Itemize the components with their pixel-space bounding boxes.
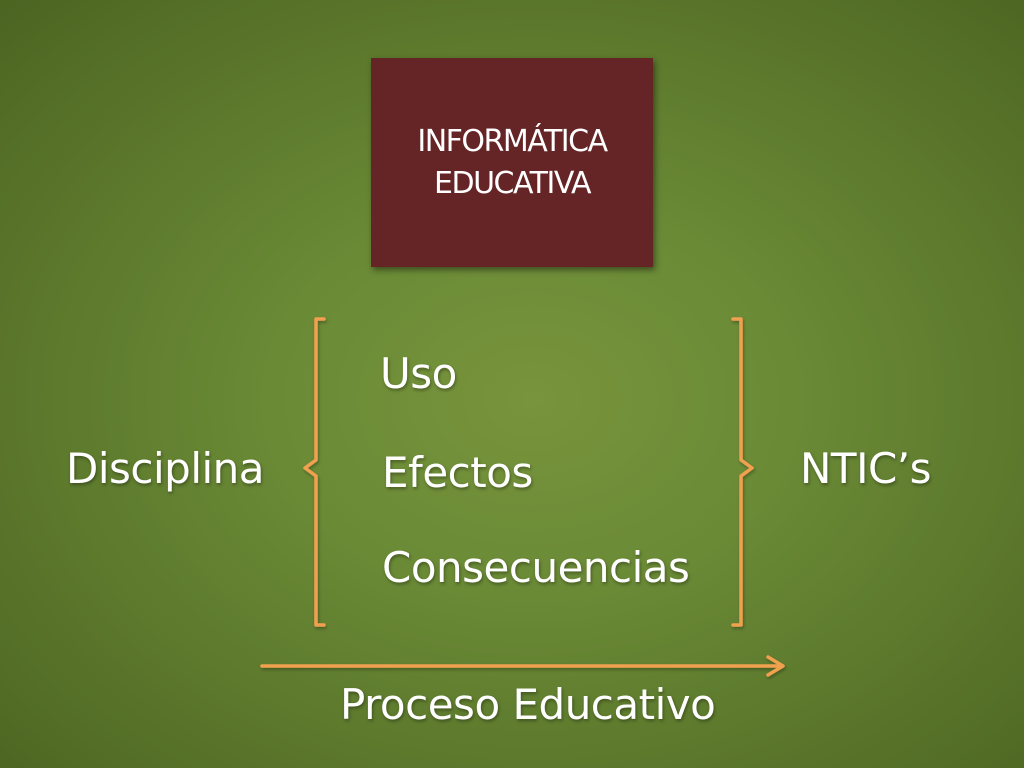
label-proceso-educativo: Proceso Educativo — [340, 680, 716, 729]
item-consecuencias: Consecuencias — [382, 543, 690, 592]
title-line-2: EDUCATIVA — [434, 165, 591, 201]
item-uso: Uso — [380, 349, 457, 398]
item-efectos: Efectos — [382, 448, 533, 497]
process-arrow-head — [766, 655, 785, 677]
label-ntics: NTIC’s — [800, 444, 932, 493]
left-brace — [303, 317, 326, 627]
right-brace — [731, 317, 754, 627]
title-line-1: INFORMÁTICA — [417, 123, 608, 159]
label-disciplina: Disciplina — [66, 444, 265, 493]
title-box: INFORMÁTICA EDUCATIVA — [371, 58, 653, 267]
